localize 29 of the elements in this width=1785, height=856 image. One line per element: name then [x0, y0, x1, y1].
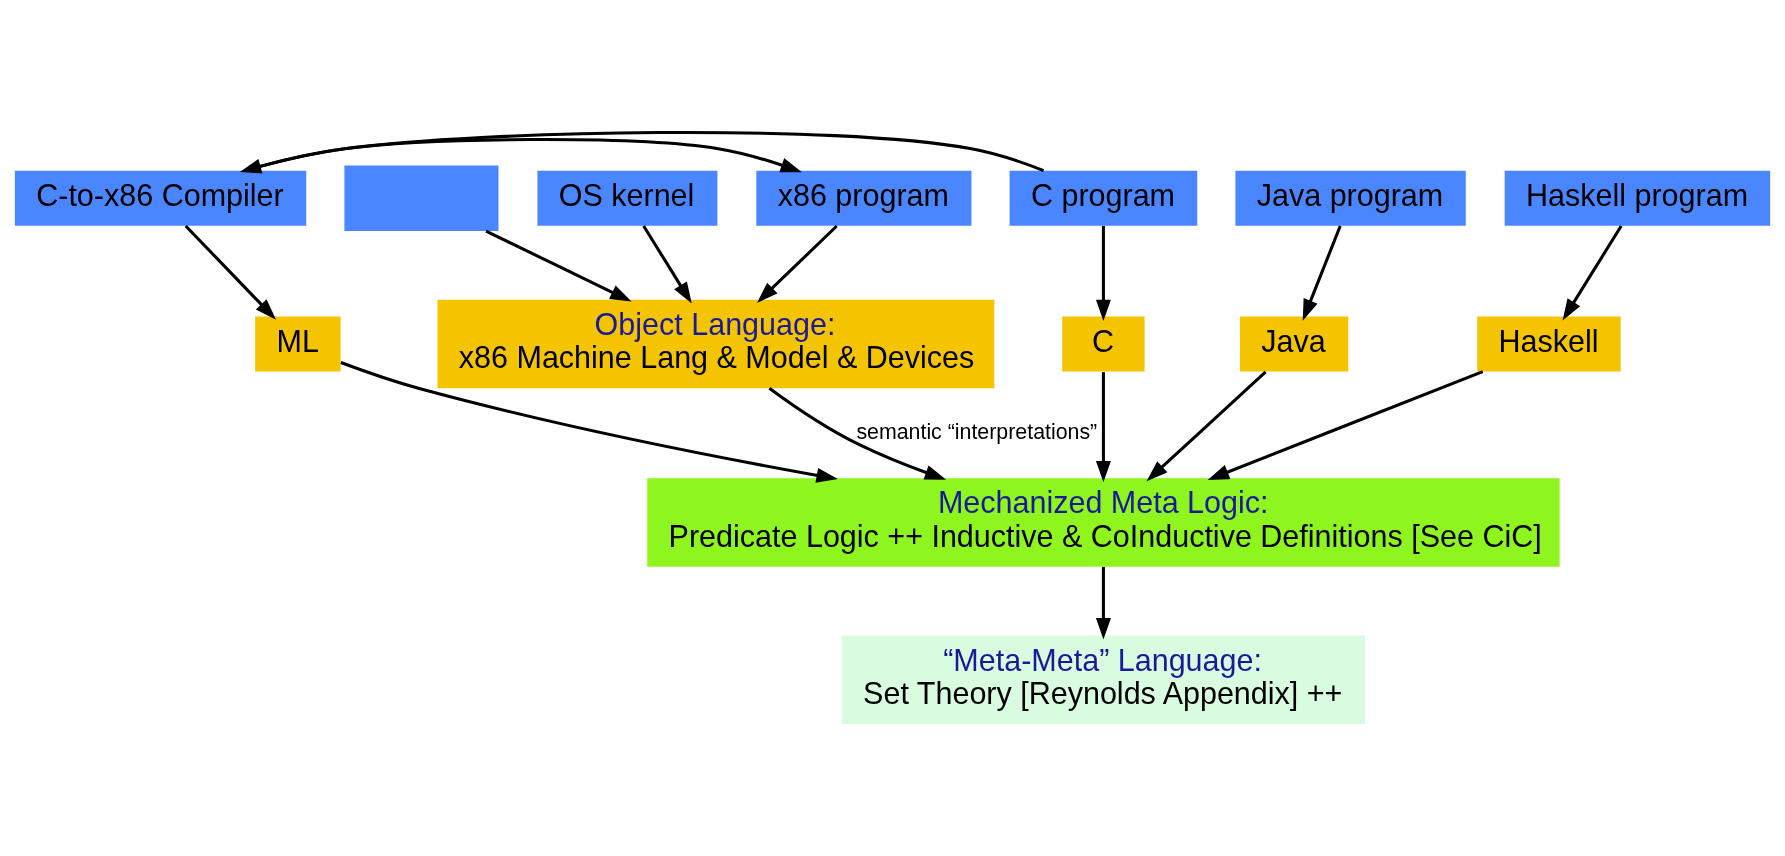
arrow [642, 225, 692, 304]
arrow [1095, 566, 1111, 640]
arrow [1095, 372, 1111, 483]
node-box [344, 165, 499, 232]
node-box: C [1062, 316, 1145, 372]
node-box: “Meta-Meta” Language: Set Theory [Reynolds Appendix] ++ [841, 635, 1366, 724]
arrow [1302, 225, 1342, 321]
arrow [1207, 370, 1484, 480]
arrow [485, 229, 632, 302]
node-box: Java program [1235, 170, 1466, 226]
node-box: x86 program [756, 170, 972, 226]
node-box: OS kernel [537, 170, 718, 226]
node-box: Haskell [1477, 316, 1621, 372]
arrow [184, 224, 277, 320]
edge-label: semantic “interpretations” [856, 419, 1098, 444]
arrow [239, 131, 1045, 174]
arrow [1146, 370, 1267, 482]
node-box: Object Language: x86 Machine Lang & Model & Devices [437, 299, 995, 389]
node-box: Haskell program [1504, 170, 1771, 226]
node-box: C-to-x86 Compiler [14, 170, 307, 226]
arrow [756, 224, 838, 303]
node-box: Java [1239, 316, 1349, 372]
arrow [1562, 225, 1623, 321]
arrow [340, 361, 838, 483]
node-box: C program [1009, 170, 1198, 226]
node-box: ML [255, 316, 341, 372]
arrow [1095, 226, 1111, 322]
arrow [768, 387, 947, 480]
node-box: Mechanized Meta Logic: Predicate Logic ++ Inductive & CoInductive Definitions [See CiC] [647, 478, 1560, 567]
